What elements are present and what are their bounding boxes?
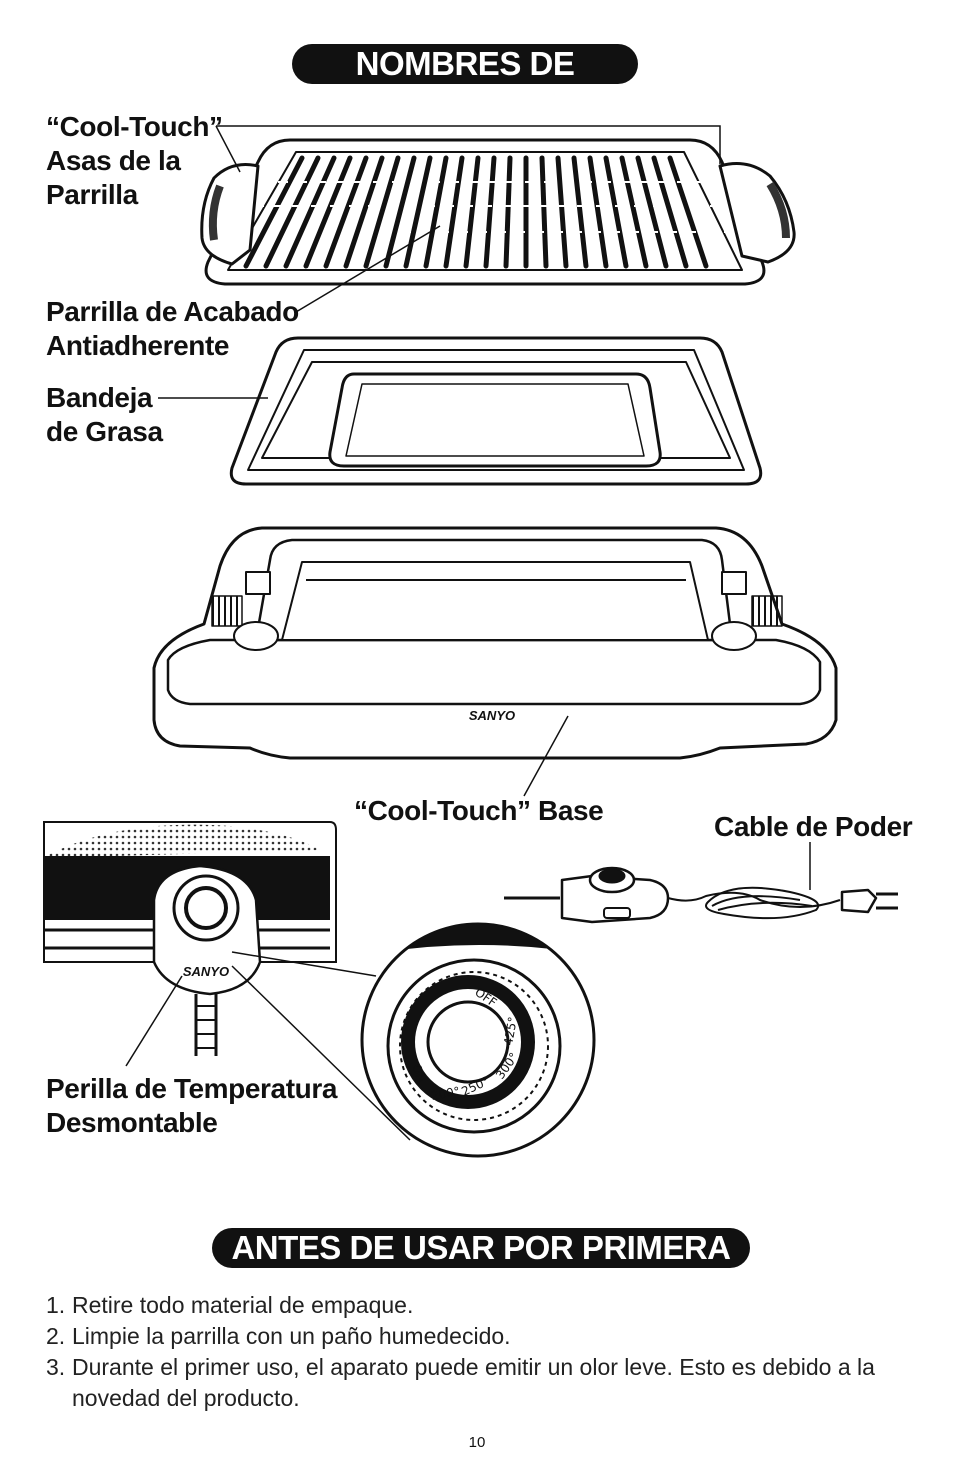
label-power-cord: Cable de Poder: [714, 811, 913, 842]
label-cool-touch-handles: “Cool-Touch” Asas de la Parrilla: [46, 111, 223, 210]
leader-lines: [125, 125, 811, 1067]
brand-logo-probe: SANYO: [183, 964, 229, 979]
list-item: 1.Retire todo material de empaque.: [46, 1292, 414, 1318]
grill-plate: [200, 138, 796, 286]
label-nonstick-grill: Parrilla de Acabado Antiadherente: [46, 296, 299, 361]
power-cord: [504, 866, 898, 924]
drip-tray: [229, 336, 763, 486]
dial-zoom: ON OFF 200° 250° 300° 425°: [231, 922, 596, 1158]
list-item: 3.Durante el primer uso, el aparato pued…: [46, 1354, 875, 1411]
dial-temp-200: 200°: [430, 1084, 461, 1103]
dial-temp-425: 425°: [501, 1016, 520, 1047]
brand-logo-base: SANYO: [469, 708, 515, 723]
grill-base: SANYO: [152, 526, 838, 760]
parts-illustration: SANYO SANYO: [43, 125, 898, 1158]
section-title-before-use: ANTES DE USAR POR PRIMERA VEZ: [212, 1228, 750, 1306]
label-temperature-knob: Perilla de Temperatura Desmontable: [46, 1073, 338, 1138]
dial-on-label: ON: [409, 1062, 428, 1084]
list-item: 2.Limpie la parrilla con un paño humedec…: [46, 1323, 511, 1349]
label-cool-touch-base: “Cool-Touch” Base: [354, 795, 604, 826]
temperature-probe-closeup: SANYO: [43, 821, 337, 1056]
label-drip-tray: Bandeja de Grasa: [46, 382, 163, 447]
instructions-list: 1.Retire todo material de empaque. 2.Lim…: [46, 1290, 926, 1414]
page-number: 10: [468, 1434, 486, 1451]
section-title-parts: NOMBRES DE PARTES: [292, 44, 638, 122]
